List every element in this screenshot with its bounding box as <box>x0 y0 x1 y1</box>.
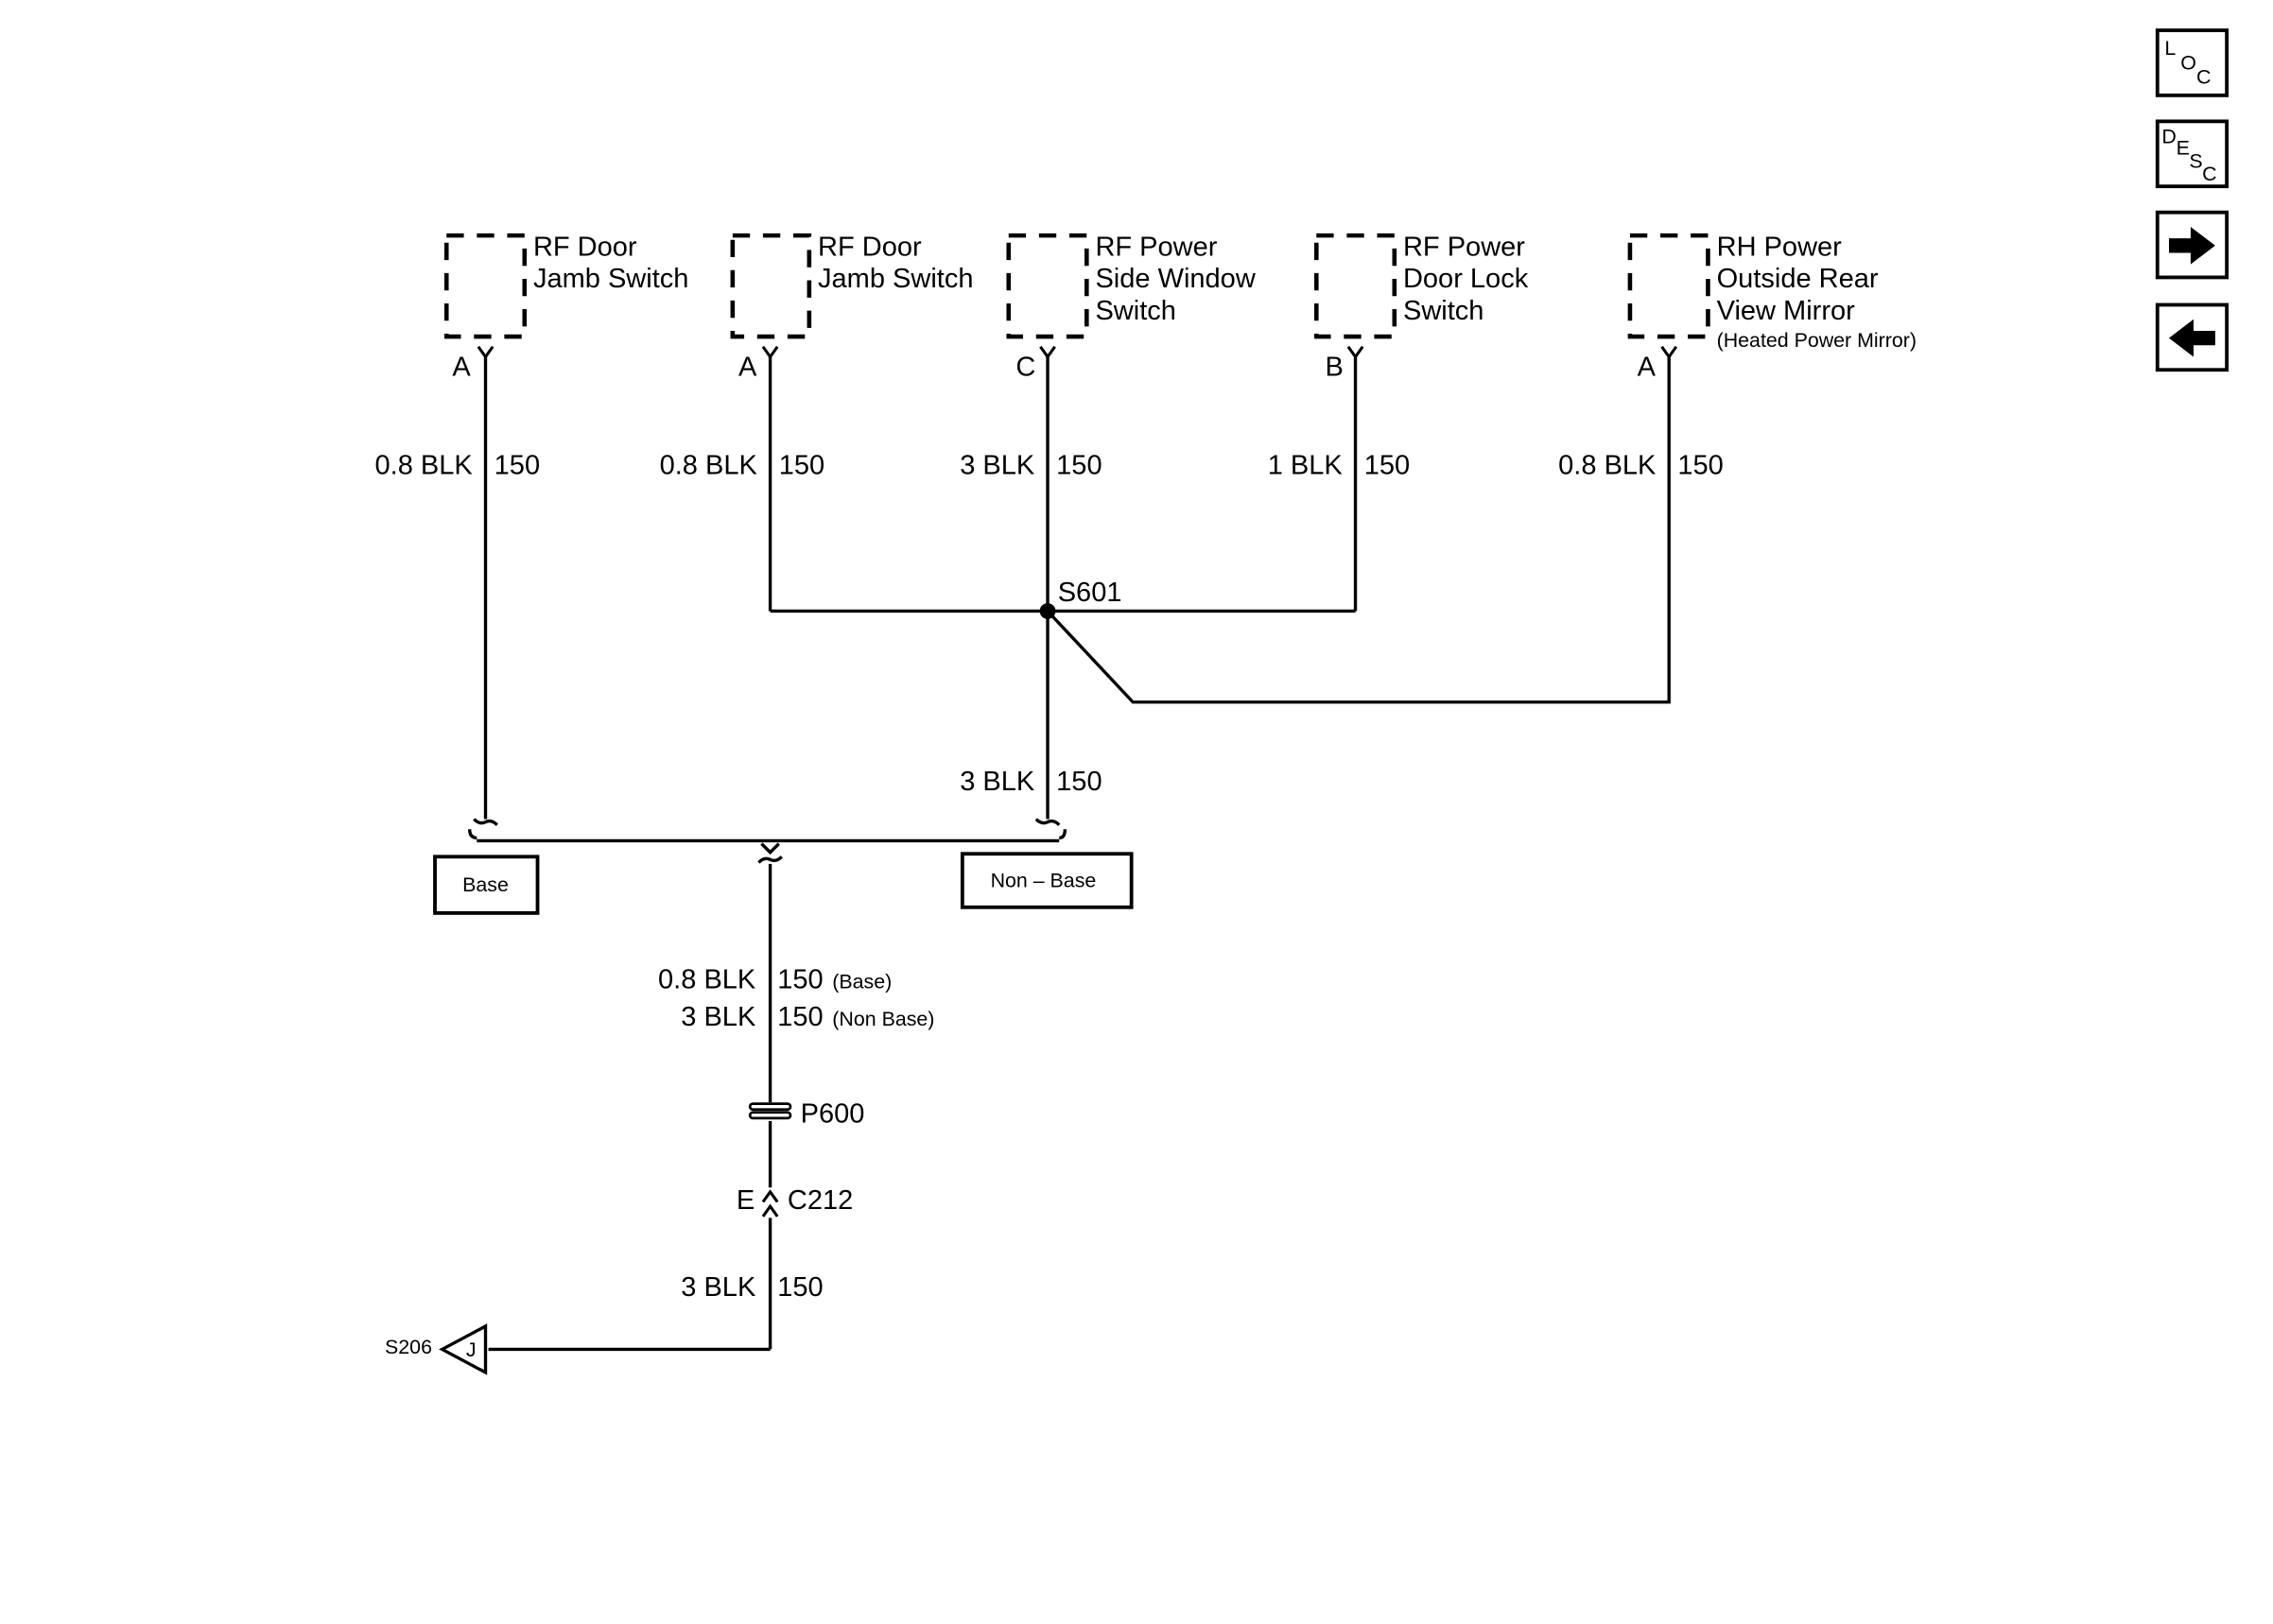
svg-text:C: C <box>2196 66 2211 89</box>
desc-button[interactable]: D E S C <box>2155 119 2230 189</box>
svg-text:O: O <box>2180 51 2196 74</box>
component-label-line3: Switch <box>1403 296 1484 326</box>
rf-door-jamb-switch-2: RF Door Jamb Switch A <box>730 233 974 382</box>
connector-c212: E C212 <box>737 1185 853 1218</box>
connector-name-label: C212 <box>788 1185 853 1216</box>
component-label-line1: RF Door <box>818 233 922 263</box>
svg-text:S: S <box>2189 149 2202 172</box>
wire-gauge: 0.8 BLK <box>658 964 756 994</box>
wire-gauge: 3 BLK <box>681 1272 756 1303</box>
wire-gauge: 0.8 BLK <box>1558 450 1657 480</box>
wire-break-mark <box>473 818 498 826</box>
rf-power-side-window-switch: RF Power Side Window Switch C <box>1006 233 1257 382</box>
wire-circuit: 150 <box>1364 450 1410 480</box>
bracket-center-mark <box>760 842 780 855</box>
wire-gauge: 3 BLK <box>960 450 1035 480</box>
splice-s601: S601 <box>1039 578 1122 619</box>
component-label-line2: Jamb Switch <box>533 264 688 294</box>
wire-circuit: 150 <box>777 1002 823 1032</box>
connector-pin-icon <box>761 345 779 360</box>
wire-circuit: 150 <box>779 450 824 480</box>
wire-circuit: 150 <box>1056 450 1102 480</box>
svg-text:D: D <box>2161 125 2176 147</box>
wire-circuit: 150 <box>777 964 823 994</box>
option-base-box: Base <box>433 855 540 915</box>
arrow-left-icon <box>2168 319 2215 357</box>
splice-label: S601 <box>1058 578 1122 608</box>
option-label: Base <box>462 873 509 896</box>
wire-gauge: 0.8 BLK <box>375 450 474 480</box>
wire-circuit: 150 <box>1056 767 1102 797</box>
connector-pin-icon <box>1346 345 1364 360</box>
wire-circuit: 150 <box>495 450 540 480</box>
connector-pin-icon <box>1039 345 1056 360</box>
next-page-button[interactable] <box>2155 210 2230 280</box>
bracket-left-end <box>468 829 477 840</box>
pin-label: A <box>738 352 757 382</box>
wire-gauge: 3 BLK <box>681 1002 756 1032</box>
wire-gauge: 0.8 BLK <box>660 450 758 480</box>
arrow-right-icon <box>2168 226 2215 265</box>
reference-name: S206 <box>385 1336 432 1358</box>
wire-circuit: 150 <box>1677 450 1723 480</box>
wire-break-mark <box>757 855 783 864</box>
pin-label: B <box>1325 352 1343 382</box>
page-reference-arrow-icon <box>439 1323 488 1375</box>
wire-gauge: 1 BLK <box>1268 450 1344 480</box>
connector-pin-icon <box>477 345 495 360</box>
rh-power-outside-rear-view-mirror: RH Power Outside Rear View Mirror (Heate… <box>1627 233 1917 382</box>
rf-door-jamb-switch-1: RF Door Jamb Switch A <box>443 233 688 382</box>
connector-pin-label: E <box>737 1185 755 1216</box>
component-label-line2: Jamb Switch <box>818 264 973 294</box>
pin-label: C <box>1015 352 1035 382</box>
reference-letter: J <box>466 1339 477 1361</box>
wire-gauge: 3 BLK <box>960 767 1035 797</box>
ground-reference-s206: J S206 <box>385 1323 488 1375</box>
connector-female-icon <box>761 1203 779 1218</box>
wire-labels: 0.8 BLK 150 0.8 BLK 150 3 BLK 150 1 BLK … <box>375 450 1724 1303</box>
svg-text:E: E <box>2177 137 2190 160</box>
component-label-line2: Side Window <box>1095 264 1256 294</box>
wire-circuit: 150 <box>777 1272 823 1303</box>
rf-power-door-lock-switch: RF Power Door Lock Switch B <box>1313 233 1529 382</box>
loc-button[interactable]: L O C <box>2155 28 2230 97</box>
component-label-line3: Switch <box>1095 296 1175 326</box>
wire-5 <box>1046 356 1671 704</box>
component-note: (Heated Power Mirror) <box>1717 329 1917 352</box>
component-label-line1: RF Door <box>533 233 637 263</box>
wire-option-note: (Base) <box>832 970 892 993</box>
component-label-line2: Door Lock <box>1403 264 1529 294</box>
svg-text:C: C <box>2202 163 2216 185</box>
svg-text:L: L <box>2164 37 2176 60</box>
pin-label: A <box>452 352 471 382</box>
wire-break-mark <box>1034 818 1061 826</box>
component-label-line2: Outside Rear <box>1717 264 1879 294</box>
component-label-line1: RF Power <box>1403 233 1525 263</box>
wire-paths <box>468 356 1671 1352</box>
previous-page-button[interactable] <box>2155 302 2230 372</box>
option-non-base-box: Non – Base <box>960 852 1134 909</box>
pin-label: A <box>1638 352 1657 382</box>
pass-through-label: P600 <box>801 1098 865 1129</box>
wire-option-note: (Non Base) <box>832 1008 934 1030</box>
component-label-line3: View Mirror <box>1717 296 1856 326</box>
component-label-line1: RF Power <box>1095 233 1217 263</box>
bracket-right-end <box>1059 829 1067 840</box>
connector-pin-icon <box>1660 345 1678 360</box>
component-label-line1: RH Power <box>1717 233 1843 263</box>
option-label: Non – Base <box>991 869 1097 891</box>
pass-through-p600: P600 <box>748 1098 865 1129</box>
connector-male-icon <box>761 1189 779 1203</box>
